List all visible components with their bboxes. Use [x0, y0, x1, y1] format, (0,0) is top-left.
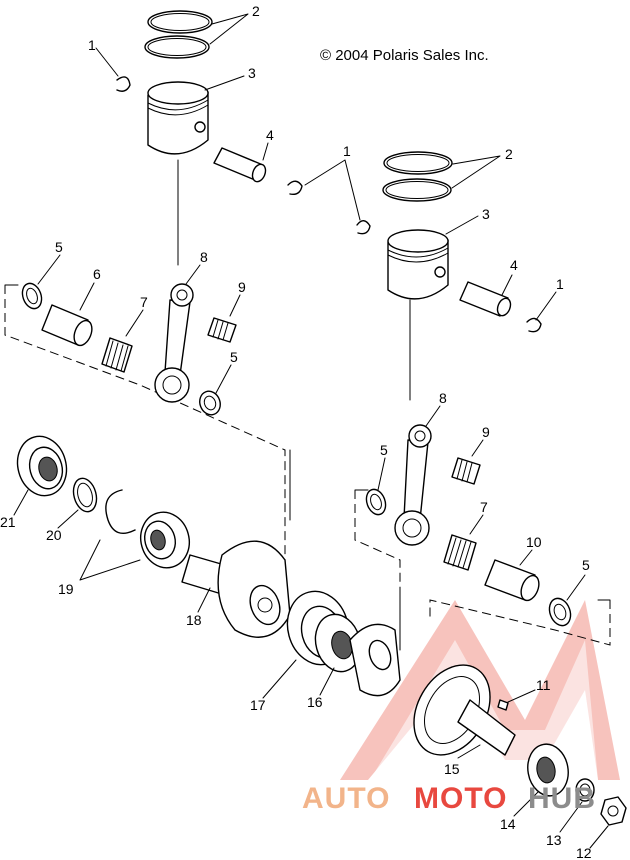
callout-21: 21	[0, 514, 16, 530]
callout-16: 16	[307, 694, 323, 710]
nut-12	[600, 796, 627, 826]
copyright-text: © 2004 Polaris Sales Inc.	[320, 47, 489, 64]
callout-12: 12	[576, 845, 592, 860]
callout-9b: 9	[482, 424, 490, 440]
piston-right	[387, 229, 449, 300]
crankpin-6	[41, 304, 93, 347]
callout-3b: 3	[482, 206, 490, 222]
bearing-14	[527, 743, 569, 797]
callout-9a: 9	[238, 279, 246, 295]
callout-1a: 1	[88, 37, 96, 53]
connecting-rod-left	[154, 283, 194, 403]
crankpin-10	[484, 559, 540, 602]
piston-ring-upper-left	[144, 10, 213, 59]
watermark-moto: MOTO	[414, 782, 507, 815]
ball-bearing-21	[16, 435, 68, 497]
piston-ring-upper-right	[382, 151, 453, 202]
needle-bearing-7b	[443, 534, 477, 571]
callout-4b: 4	[510, 257, 518, 273]
circlip-right-upper	[356, 220, 371, 235]
callout-5c: 5	[380, 442, 388, 458]
callout-3a: 3	[248, 65, 256, 81]
callout-5b: 5	[230, 349, 238, 365]
piston-left	[147, 81, 209, 155]
callout-11: 11	[536, 677, 551, 693]
shim-20	[72, 477, 98, 513]
callout-15: 15	[444, 761, 460, 777]
leader-lines	[13, 13, 609, 849]
callout-8a: 8	[200, 249, 208, 265]
watermark-hub: HUB	[528, 782, 596, 815]
callout-8b: 8	[439, 390, 447, 406]
crank-web-center	[349, 623, 401, 697]
thrust-washer-5d	[548, 597, 572, 627]
callout-20: 20	[46, 527, 62, 543]
assembly-lines	[4, 159, 611, 651]
connecting-rod-right	[394, 424, 432, 546]
thrust-washer-5a	[21, 282, 43, 310]
callout-10: 10	[526, 534, 542, 550]
snap-ring-19	[105, 489, 136, 534]
callout-7b: 7	[480, 499, 488, 515]
watermark-text: AUTO MOTO HUB	[302, 782, 596, 815]
flywheel-15	[413, 664, 516, 756]
callout-13: 13	[546, 832, 562, 848]
callout-1c: 1	[556, 276, 564, 292]
callout-numbers: 1 2 3 4 1 2 3 4 1 5 6 7 8 9 5 8 9 5 7 10…	[0, 3, 592, 860]
callout-7a: 7	[140, 294, 148, 310]
callout-5a: 5	[55, 239, 63, 255]
callout-1b: 1	[343, 143, 351, 159]
thrust-washer-5b	[199, 390, 221, 416]
callout-6: 6	[93, 266, 101, 282]
washer-13	[575, 778, 595, 802]
crankshaft-18	[181, 540, 291, 638]
callout-2b: 2	[505, 146, 513, 162]
needle-bearing-7a	[101, 337, 133, 373]
thrust-washer-5c	[365, 488, 387, 516]
gear-16	[314, 613, 362, 673]
callout-18: 18	[186, 612, 202, 628]
ball-bearing-19	[140, 511, 190, 569]
callout-2a: 2	[252, 3, 260, 19]
callout-14: 14	[500, 816, 516, 832]
callout-17: 17	[250, 697, 266, 713]
circlip-left	[116, 76, 131, 92]
callout-19: 19	[58, 581, 74, 597]
callout-4a: 4	[266, 127, 274, 143]
needle-bearing-9b	[451, 457, 481, 485]
pin-11	[497, 699, 509, 711]
circlip-center	[287, 180, 303, 196]
needle-bearing-9a	[207, 317, 237, 343]
circlip-right-lower	[526, 317, 542, 333]
callout-5d: 5	[582, 557, 590, 573]
watermark-auto: AUTO	[302, 782, 390, 815]
piston-pin-right	[459, 281, 512, 317]
piston-pin-left	[213, 147, 267, 183]
